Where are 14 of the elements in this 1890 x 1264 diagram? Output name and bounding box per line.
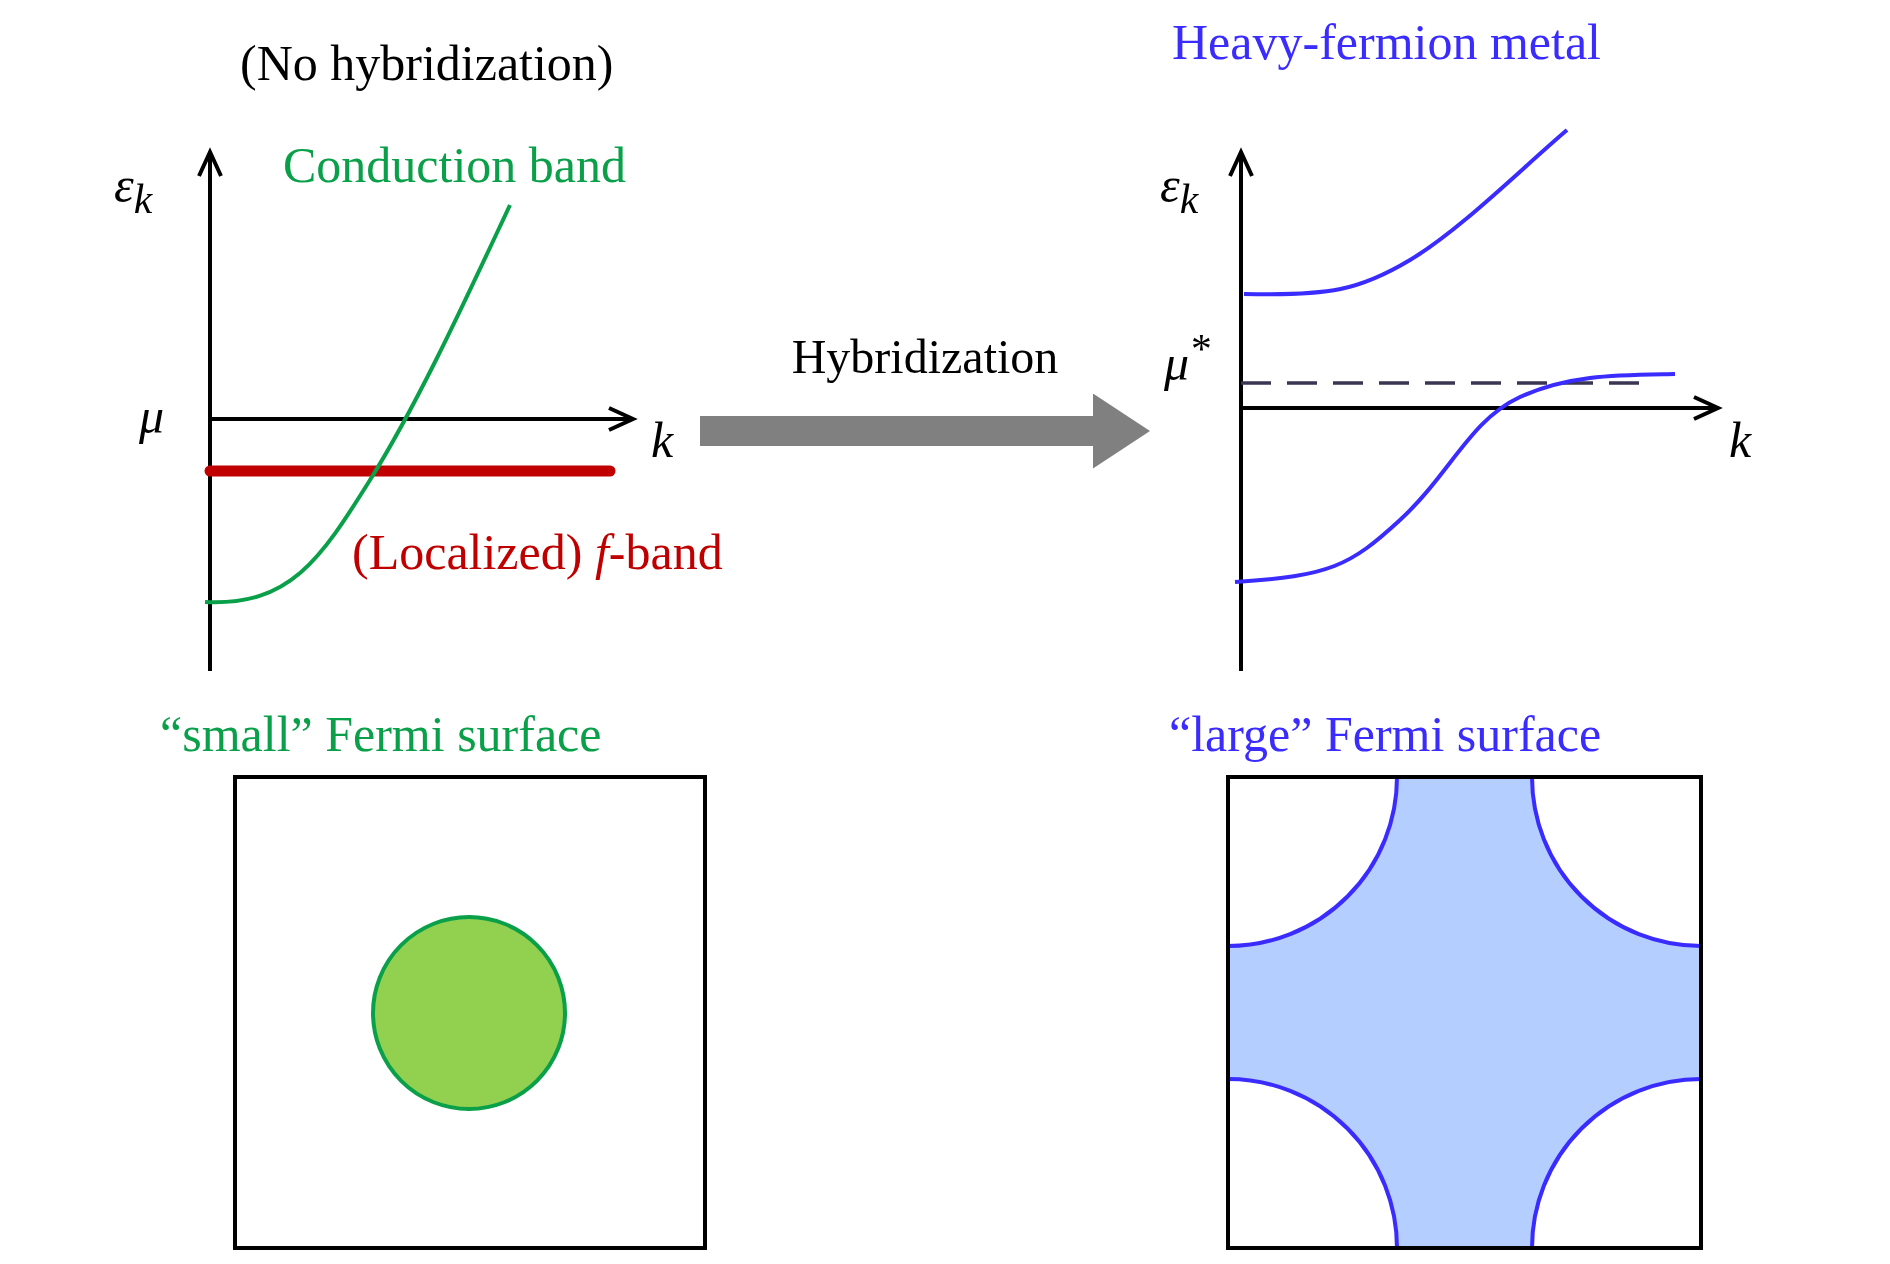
axis-label: ε$_{k}$: [114, 157, 153, 223]
caption: “large” Fermi surface: [1169, 706, 1602, 762]
edge-label: Hybridization: [791, 330, 1059, 384]
block-arrow: [700, 393, 1150, 469]
axis-label: k: [1729, 412, 1752, 468]
axis-label: μ$^{*}$: [1164, 326, 1210, 392]
axis-label: μ: [139, 388, 165, 444]
caption: “small” Fermi surface: [160, 706, 602, 762]
panel-title: Heavy-fermion metal: [1172, 14, 1601, 70]
band-label: (Localized) f-band: [352, 524, 723, 580]
curve-label: Conduction band: [283, 137, 627, 193]
axis-label: ε$_{k}$: [1160, 157, 1199, 223]
axis-label: k: [651, 412, 674, 468]
panel-title: (No hybridization): [240, 35, 614, 91]
